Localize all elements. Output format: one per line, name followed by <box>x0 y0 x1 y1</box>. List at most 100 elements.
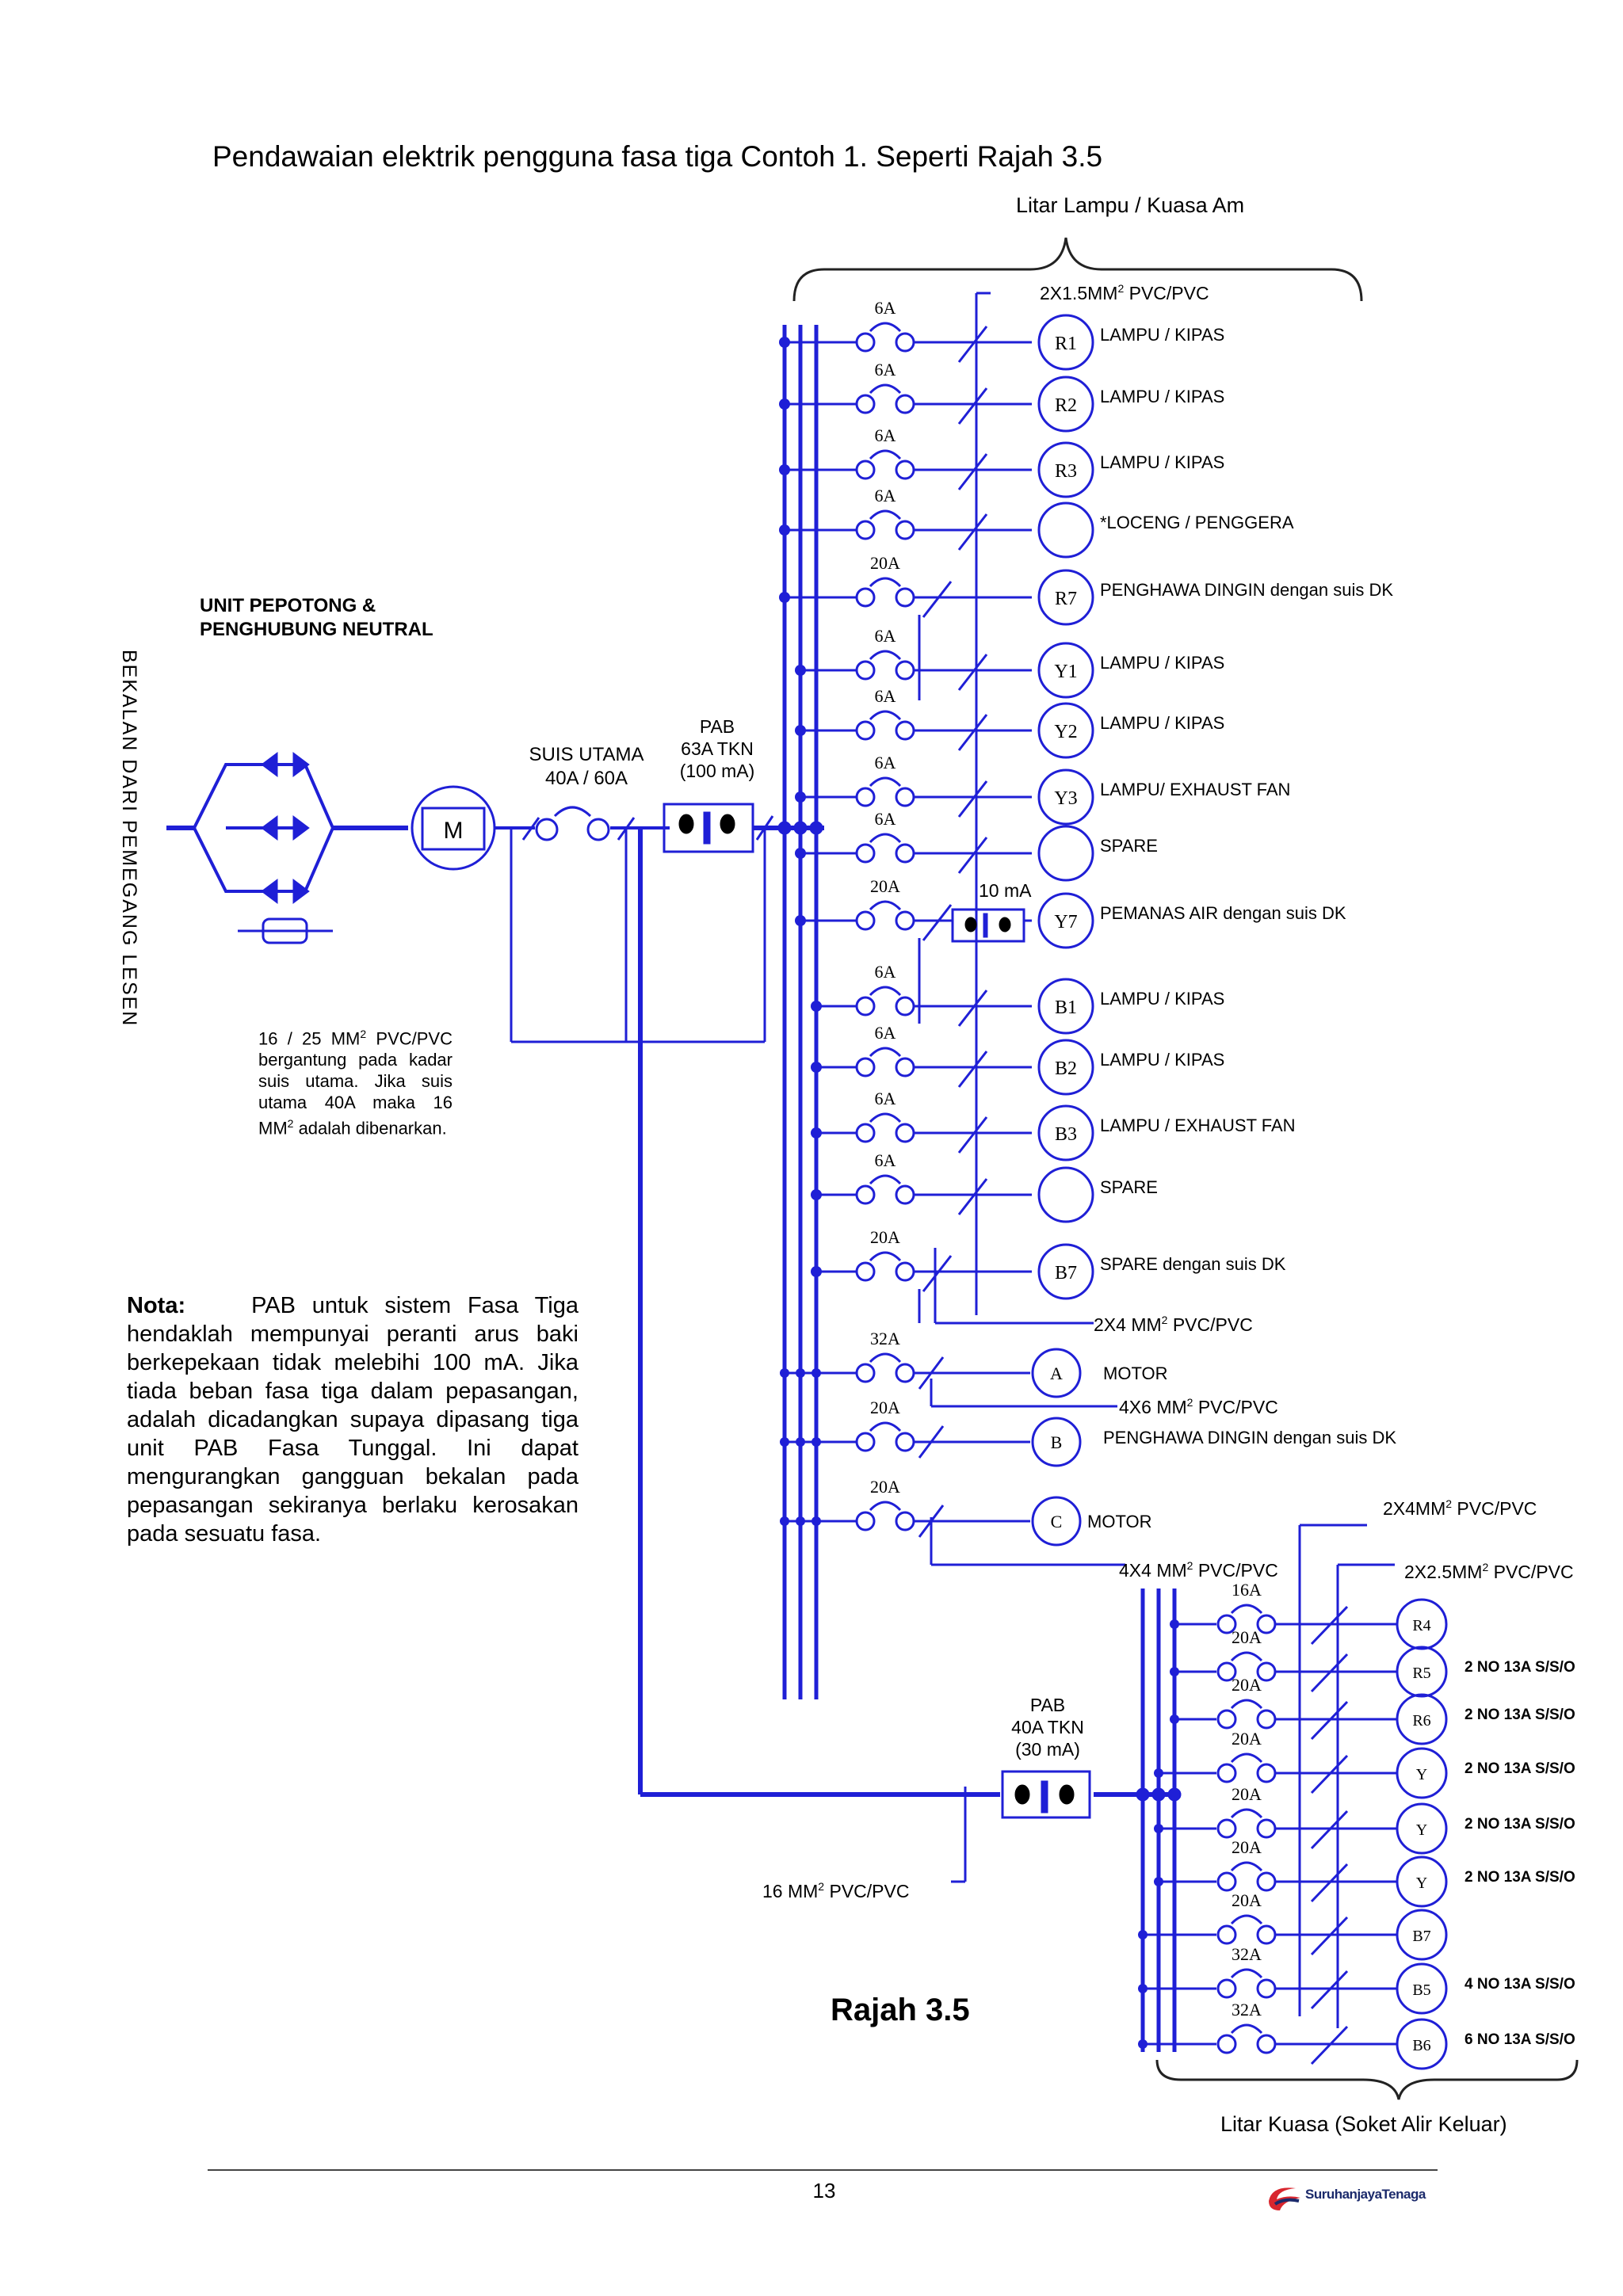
sock-slash-2 <box>1310 1700 1349 1741</box>
footer-rule <box>208 2169 1438 2171</box>
sock-contact-a-4 <box>1216 1818 1237 1839</box>
sock-contact-a-2 <box>1216 1709 1237 1730</box>
tp-desc-0: MOTOR <box>1103 1363 1167 1383</box>
tp-slash-1 <box>918 1425 945 1459</box>
sock-load-label-2: R6 <box>1412 1712 1430 1730</box>
upper-contact-a-5 <box>855 660 876 681</box>
upper-load-label-14: B7 <box>1055 1263 1077 1283</box>
upper-breaker-arc-9 <box>869 900 902 911</box>
upper-contact-a-1 <box>855 394 876 414</box>
sock-breaker-arc-2 <box>1230 1699 1263 1710</box>
upper-contact-a-10 <box>855 996 876 1016</box>
cable-c5: 2X4MM2 PVC/PVC <box>1383 1497 1537 1519</box>
upper-contact-b-4 <box>895 587 915 608</box>
upper-load-circle-12 <box>1037 1104 1094 1161</box>
upper-contact-a-3 <box>855 520 876 540</box>
upper-slash-12 <box>957 1116 988 1154</box>
sock-junction-6 <box>1138 1930 1148 1939</box>
sock-load-label-8: B6 <box>1412 2037 1430 2054</box>
nota-body: PAB untuk sistem Fasa Tiga hendaklah mem… <box>127 1293 579 1547</box>
upper-breaker-arc-11 <box>869 1047 902 1058</box>
tp-junction-1-0 <box>780 1437 789 1447</box>
upper-load-label-2: R3 <box>1055 461 1077 482</box>
upper-slash-2 <box>957 453 988 490</box>
upper-contact-b-13 <box>895 1184 915 1205</box>
cable-c4: 4X4 MM2 PVC/PVC <box>1119 1559 1278 1581</box>
sock-breaker-arc-8 <box>1230 2023 1263 2035</box>
upper-contact-b-6 <box>895 720 915 741</box>
upper-load-circle-3 <box>1037 502 1094 559</box>
upper-contact-b-11 <box>895 1057 915 1077</box>
upper-contact-b-0 <box>895 332 915 353</box>
tp-load-label-0: A <box>1050 1363 1063 1383</box>
upper-junction-2 <box>779 464 790 475</box>
upper-load-circle-9 <box>1037 892 1094 949</box>
upper-load-circle-1 <box>1037 376 1094 433</box>
sock-contact-b-3 <box>1256 1763 1277 1783</box>
upper-breaker-arc-10 <box>869 986 902 997</box>
unit-label-line2: PENGHUBUNG NEUTRAL <box>200 619 433 640</box>
upper-desc-11: LAMPU / KIPAS <box>1100 1050 1224 1070</box>
upper-load-circle-2 <box>1037 441 1094 498</box>
sock-slash-5 <box>1310 1863 1349 1903</box>
tp-junction-0-2 <box>812 1368 821 1378</box>
upper-contact-a-9 <box>855 910 876 931</box>
sock-rating-0: 16A <box>1232 1580 1262 1600</box>
upper-slash-4 <box>922 581 953 618</box>
tp-breaker-arc-2 <box>869 1501 902 1512</box>
tp-contact-b-2 <box>895 1511 915 1531</box>
sock-load-label-4: Y <box>1416 1821 1427 1839</box>
tp-junction-2-0 <box>780 1516 789 1526</box>
sock-rating-7: 32A <box>1232 1944 1262 1964</box>
sock-load-circle-6 <box>1396 1909 1448 1961</box>
upper-rating-6: 6A <box>875 686 896 706</box>
tp-load-circle-0 <box>1031 1348 1082 1398</box>
cable-c1: 2X1.5MM2 PVC/PVC <box>1040 282 1209 303</box>
tp-breaker-arc-1 <box>869 1421 902 1432</box>
tp-load-label-1: B <box>1051 1432 1063 1452</box>
upper-slash-9 <box>922 904 953 941</box>
sock-junction-0 <box>1170 1619 1179 1629</box>
upper-junction-14 <box>811 1266 822 1277</box>
upper-breaker-arc-5 <box>869 650 902 661</box>
upper-slash-11 <box>957 1051 988 1088</box>
upper-slash-13 <box>957 1178 988 1215</box>
sock-desc-2: 2 NO 13A S/S/O <box>1465 1707 1575 1723</box>
upper-desc-1: LAMPU / KIPAS <box>1100 387 1224 406</box>
sock-load-circle-5 <box>1396 1855 1448 1908</box>
upper-rating-7: 6A <box>875 753 896 772</box>
sock-desc-1: 2 NO 13A S/S/O <box>1465 1659 1575 1676</box>
upper-contact-b-7 <box>895 787 915 807</box>
upper-load-label-7: Y3 <box>1054 788 1077 809</box>
upper-breaker-arc-12 <box>869 1112 902 1123</box>
upper-load-circle-4 <box>1037 569 1094 626</box>
tp-junction-0-0 <box>780 1368 789 1378</box>
upper-contact-b-2 <box>895 460 915 480</box>
sock-junction-2 <box>1170 1714 1179 1724</box>
tp-contact-b-1 <box>895 1432 915 1452</box>
sock-slash-4 <box>1310 1810 1349 1850</box>
main-switch-label-1: SUIS UTAMA <box>529 744 644 765</box>
sock-slash-0 <box>1310 1605 1349 1646</box>
tp-rating-1: 20A <box>870 1398 900 1417</box>
tp-load-circle-1 <box>1031 1417 1082 1467</box>
upper-load-label-6: Y2 <box>1054 722 1077 742</box>
sock-rating-8: 32A <box>1232 2000 1262 2019</box>
sock-junction-5 <box>1154 1877 1163 1886</box>
figure-label: Rajah 3.5 <box>831 1993 970 2027</box>
upper-load-label-12: B3 <box>1055 1124 1077 1145</box>
tp-contact-a-0 <box>855 1363 876 1383</box>
upper-desc-9: PEMANAS AIR dengan suis DK <box>1100 903 1346 923</box>
sock-load-circle-0 <box>1396 1598 1448 1650</box>
sock-contact-a-5 <box>1216 1871 1237 1892</box>
upper-rating-1: 6A <box>875 360 896 379</box>
upper-load-label-1: R2 <box>1055 395 1077 416</box>
upper-contact-b-12 <box>895 1123 915 1143</box>
sock-rating-3: 20A <box>1232 1729 1262 1749</box>
sock-breaker-arc-4 <box>1230 1808 1263 1819</box>
upper-desc-7: LAMPU/ EXHAUST FAN <box>1100 780 1290 799</box>
upper-contact-a-12 <box>855 1123 876 1143</box>
sock-contact-a-0 <box>1216 1614 1237 1634</box>
sock-load-circle-3 <box>1396 1747 1448 1799</box>
